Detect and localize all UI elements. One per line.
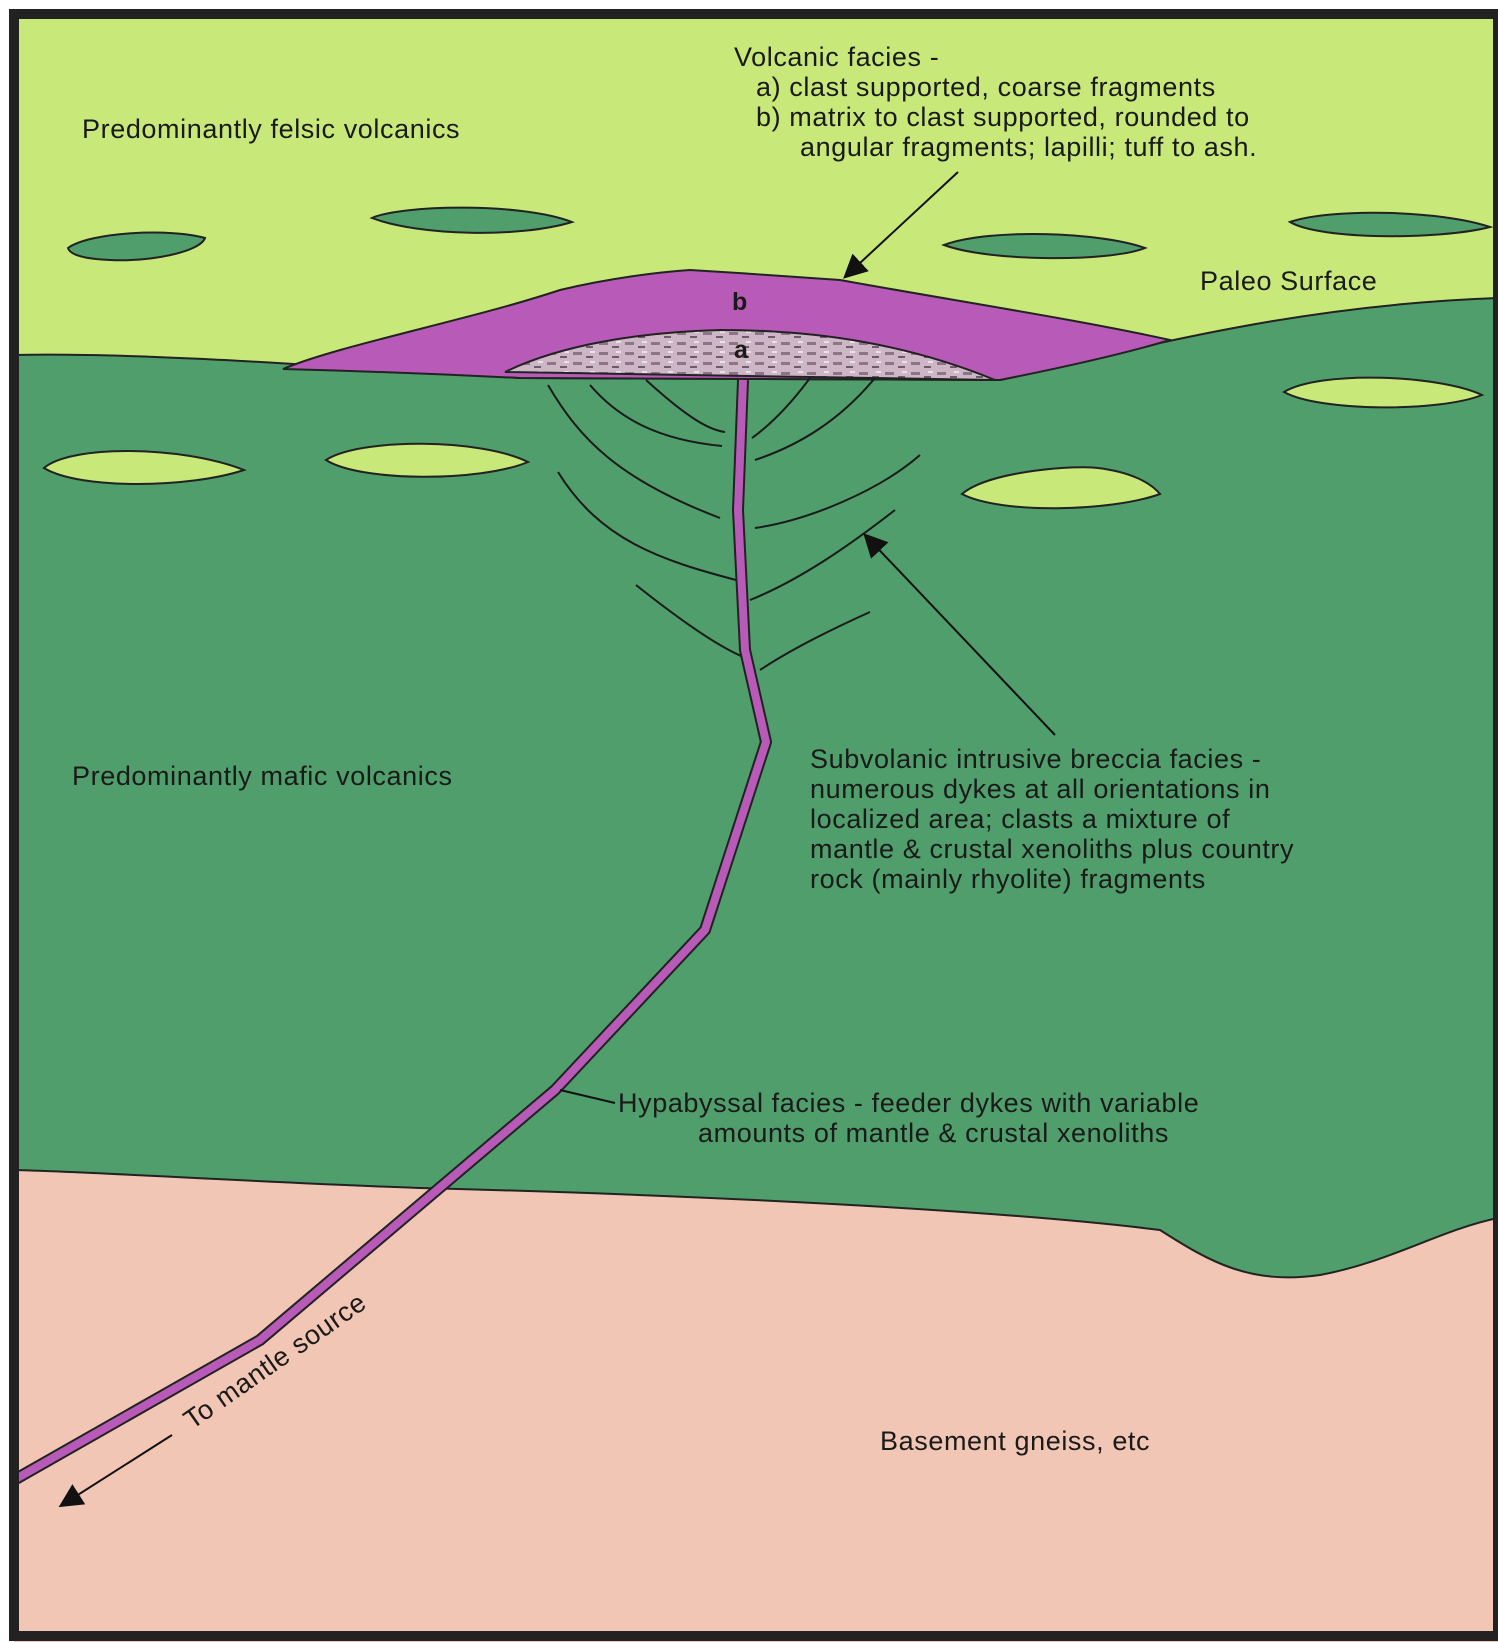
volcanic-facies-b-label-line1: b) matrix to clast supported, rounded to xyxy=(756,102,1250,132)
subvolcanic-label-line3: localized area; clasts a mixture of xyxy=(810,804,1230,834)
volcanic-facies-title: Volcanic facies - xyxy=(734,42,939,72)
hypabyssal-label-line1: Hypabyssal facies - feeder dykes with va… xyxy=(618,1088,1199,1118)
marker-b: b xyxy=(732,288,747,316)
subvolcanic-label-line1: Subvolanic intrusive breccia facies - xyxy=(810,744,1261,774)
marker-a: a xyxy=(734,336,749,364)
paleo-surface-label: Paleo Surface xyxy=(1200,266,1377,296)
subvolcanic-label-line4: mantle & crustal xenoliths plus country xyxy=(810,834,1294,864)
mafic-volcanics-label: Predominantly mafic volcanics xyxy=(72,761,453,791)
hypabyssal-label-line2: amounts of mantle & crustal xenoliths xyxy=(698,1118,1169,1148)
subvolcanic-label-line5: rock (mainly rhyolite) fragments xyxy=(810,864,1206,894)
felsic-volcanics-label: Predominantly felsic volcanics xyxy=(82,114,460,144)
subvolcanic-label-line2: numerous dykes at all orientations in xyxy=(810,774,1270,804)
volcanic-facies-a-label: a) clast supported, coarse fragments xyxy=(756,72,1216,102)
volcanic-facies-b-label-line2: angular fragments; lapilli; tuff to ash. xyxy=(800,132,1257,162)
basement-gneiss-label: Basement gneiss, etc xyxy=(880,1426,1150,1456)
